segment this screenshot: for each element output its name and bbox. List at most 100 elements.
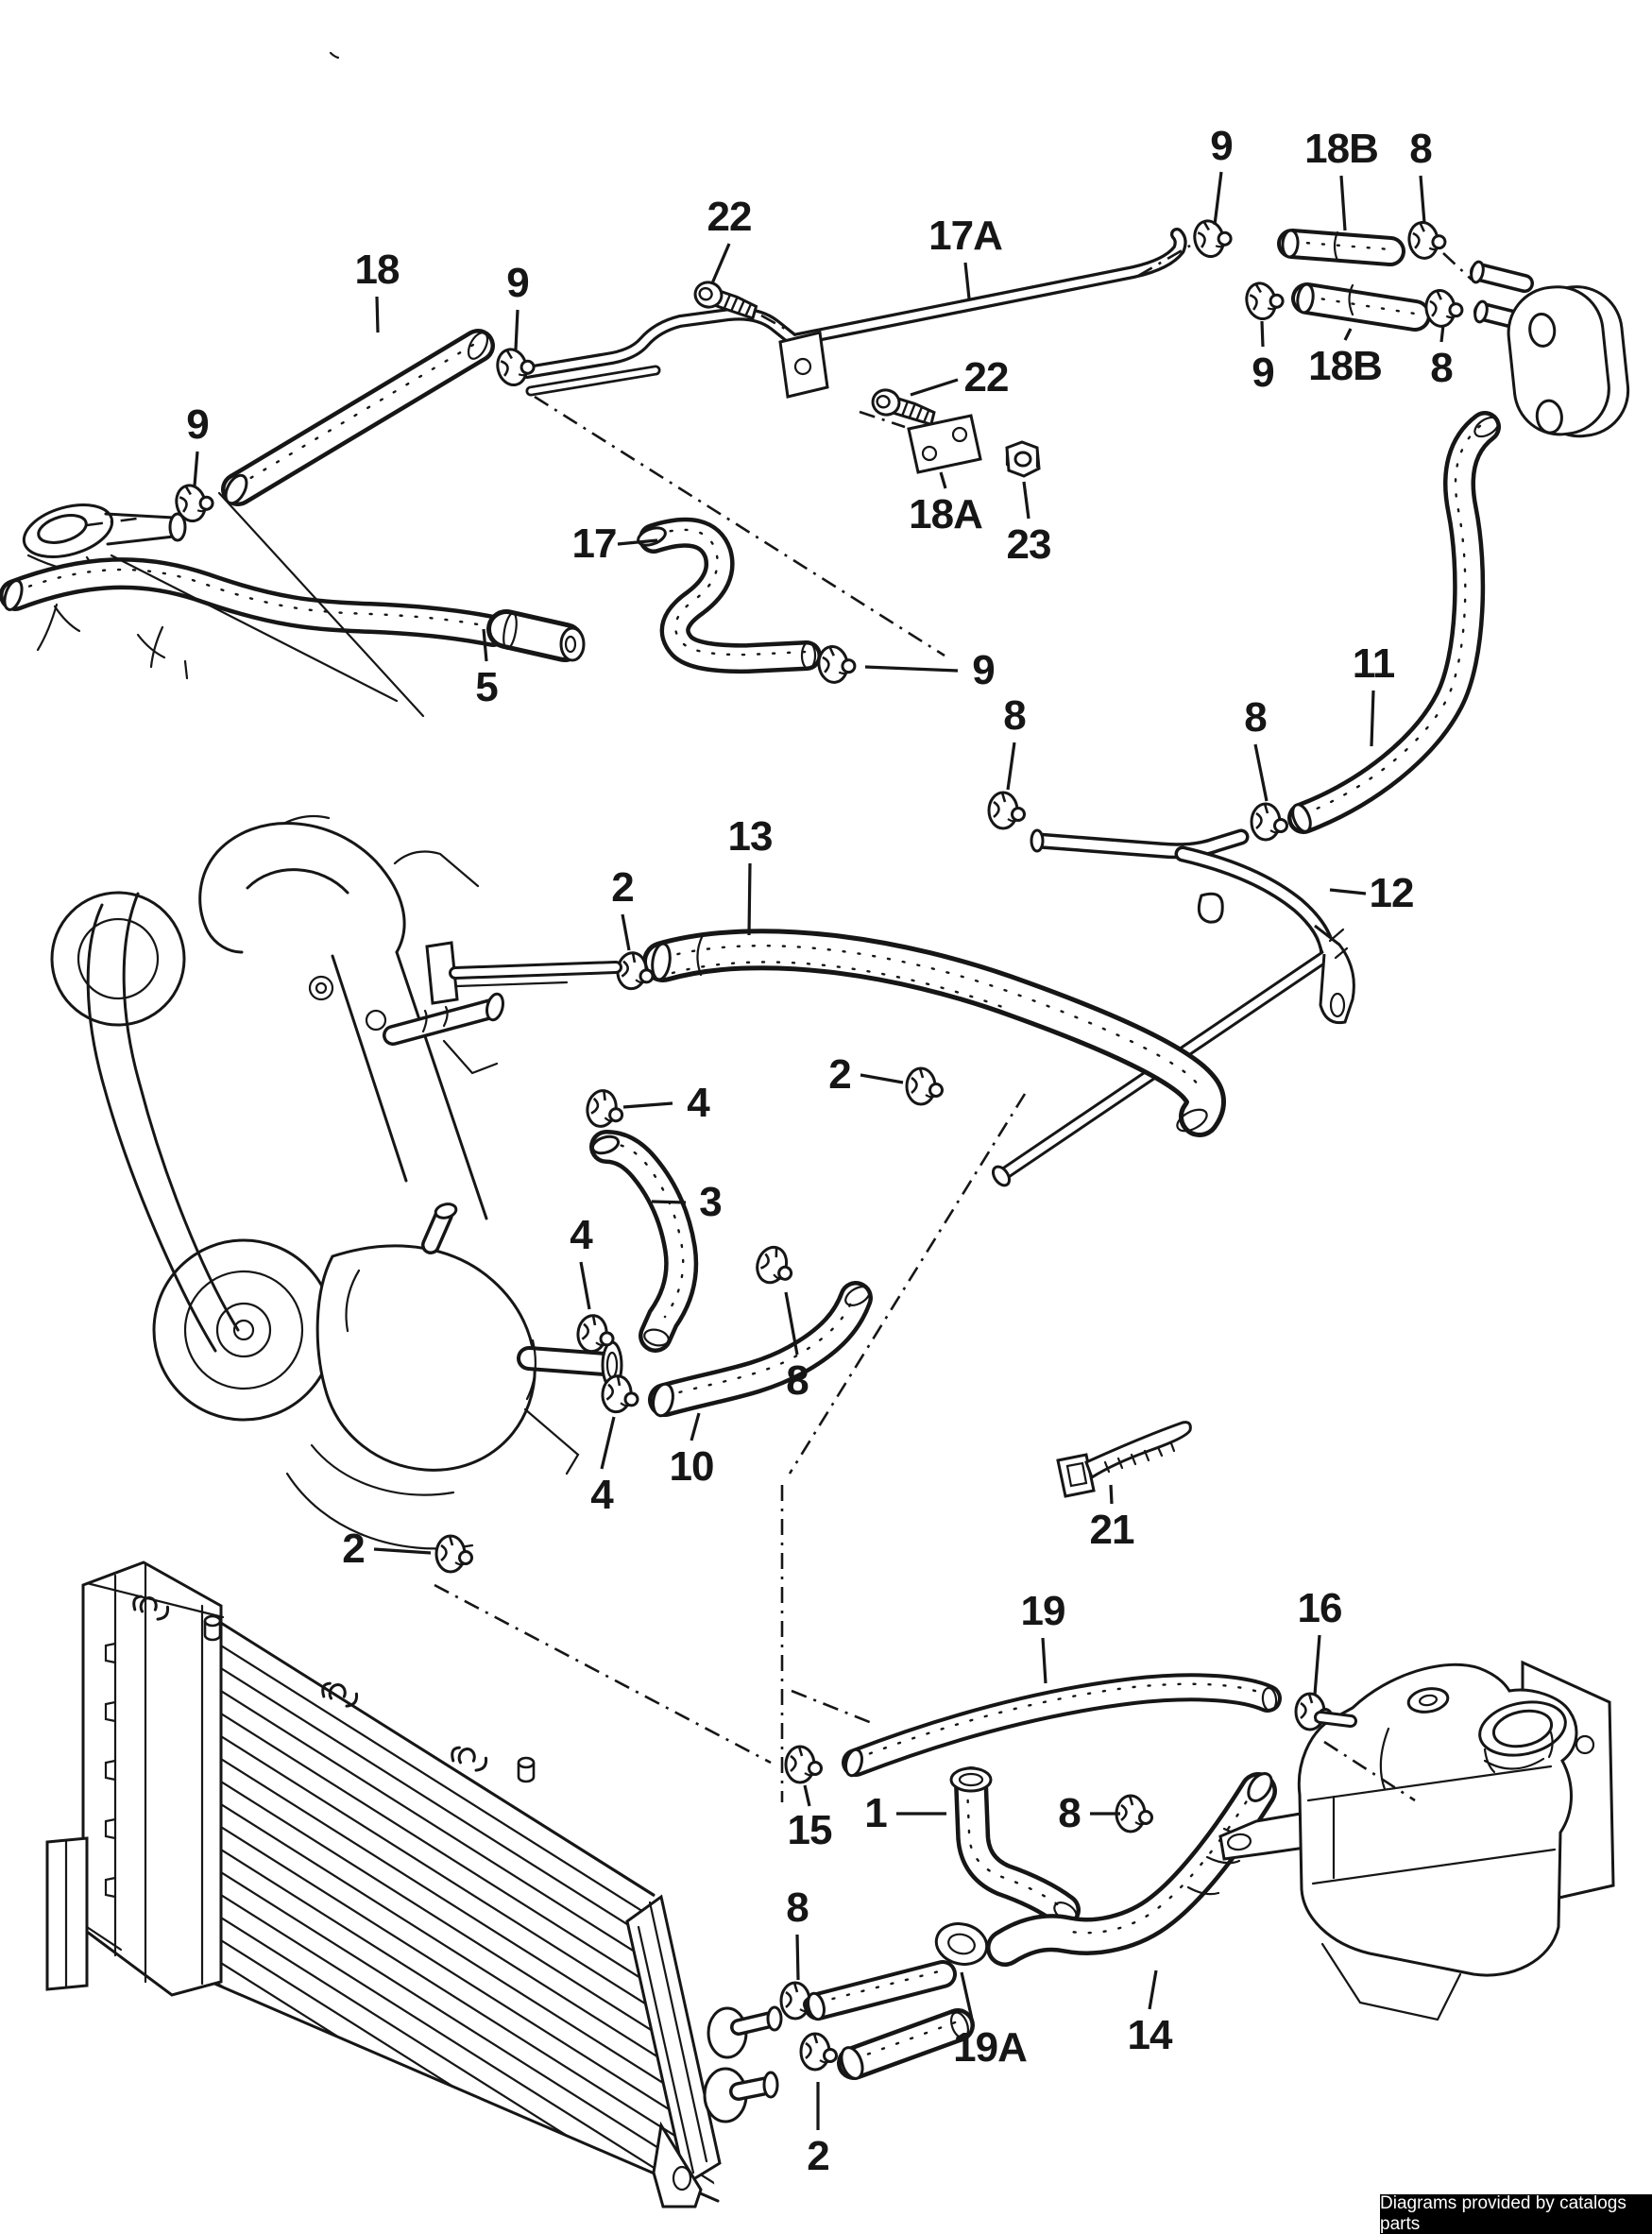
hose-17	[637, 517, 822, 674]
leader-line-5	[482, 628, 488, 662]
leader-line-10	[690, 1412, 701, 1441]
leader-line-21	[1109, 1484, 1114, 1505]
part-label-21: 21	[1089, 1507, 1135, 1553]
part-label-23: 23	[1006, 521, 1052, 568]
part-label-3: 3	[699, 1179, 723, 1225]
part-label-8: 8	[786, 1884, 809, 1931]
bracket-18a	[907, 414, 982, 474]
hose-3	[589, 1130, 699, 1353]
watermark-bar: Diagrams provided by catalogs parts	[1380, 2193, 1652, 2234]
leader-line-18b	[1339, 175, 1347, 231]
leader-line-18a	[939, 471, 947, 489]
watermark-text: Diagrams provided by catalogs parts	[1380, 2193, 1626, 2234]
part-label-11: 11	[1352, 640, 1396, 687]
leader-line-22	[910, 378, 959, 397]
leader-line-9	[193, 451, 199, 486]
leader-line-23	[1022, 481, 1030, 520]
part-label-8: 8	[1058, 1790, 1081, 1836]
leader-line-8	[1006, 742, 1016, 791]
leader-line-8	[1439, 324, 1445, 343]
part-label-17a: 17A	[928, 213, 1003, 259]
expansion-tank	[1218, 1660, 1615, 2021]
leader-line-18	[375, 296, 380, 333]
part-label-4: 4	[570, 1212, 593, 1258]
leader-line-2	[373, 1547, 432, 1555]
leader-line-22	[710, 243, 731, 284]
leader-line-18b	[1343, 328, 1353, 341]
hose-10	[648, 1281, 873, 1418]
cable-tie-21	[1056, 1421, 1192, 1498]
part-label-8: 8	[1244, 694, 1268, 741]
part-label-15: 15	[787, 1807, 833, 1853]
leader-line-8	[795, 1934, 800, 1981]
leader-line-4	[600, 1416, 616, 1470]
part-label-19: 19	[1020, 1588, 1066, 1634]
leader-line-9	[1260, 320, 1265, 348]
leader-line-14	[1148, 1970, 1158, 2010]
part-label-14: 14	[1127, 2012, 1173, 2058]
part-label-22: 22	[963, 354, 1010, 401]
hose-13	[642, 929, 1226, 1137]
part-label-4: 4	[590, 1472, 614, 1518]
part-label-10: 10	[669, 1443, 715, 1490]
part-label-2: 2	[342, 1526, 366, 1572]
part-label-2: 2	[807, 2133, 830, 2179]
part-label-2: 2	[828, 1051, 852, 1098]
part-label-4: 4	[687, 1080, 710, 1126]
leader-line-13	[747, 862, 752, 936]
leader-line-9	[514, 309, 519, 350]
part-label-18a: 18A	[909, 491, 983, 537]
leader-line-15	[803, 1784, 811, 1807]
leader-line-4	[622, 1101, 673, 1109]
part-label-9: 9	[506, 260, 530, 306]
hose-14	[986, 1772, 1277, 1967]
part-label-12: 12	[1369, 870, 1415, 916]
assembly-reference-lines	[86, 244, 1473, 1802]
eyelet-fitting	[22, 503, 187, 575]
part-label-8: 8	[1409, 126, 1433, 172]
nut-23	[1005, 440, 1041, 478]
leader-line-11	[1370, 690, 1375, 747]
part-label-19a: 19A	[953, 2024, 1028, 2071]
leader-line-19	[1041, 1637, 1047, 1684]
hose-11	[1287, 411, 1501, 834]
part-label-8: 8	[786, 1357, 809, 1404]
leader-line-2	[621, 913, 631, 951]
part-label-5: 5	[475, 664, 499, 710]
part-label-1: 1	[864, 1790, 888, 1836]
leader-line-17	[617, 538, 658, 546]
leader-line-8	[1253, 743, 1269, 802]
part-label-18b: 18B	[1304, 126, 1379, 172]
leader-line-9	[1213, 171, 1223, 226]
part-label-9: 9	[186, 401, 210, 448]
part-label-8: 8	[1003, 692, 1027, 739]
hose-1	[949, 1766, 1081, 1927]
part-label-13: 13	[727, 813, 774, 860]
part-label-9: 9	[1252, 350, 1275, 396]
leader-line-2	[860, 1073, 904, 1084]
part-label-18: 18	[354, 247, 400, 293]
leader-line-12	[1329, 888, 1367, 895]
part-label-9: 9	[972, 647, 996, 693]
bypass-hoses-18b	[1189, 214, 1534, 332]
leader-line-8	[784, 1291, 799, 1356]
part-label-8: 8	[1430, 345, 1454, 391]
oil-cooler	[1507, 285, 1630, 438]
leader-line-16	[1313, 1634, 1321, 1696]
radiator	[45, 1560, 783, 2208]
sketch-marks	[36, 51, 340, 680]
part-label-18b: 18B	[1308, 343, 1383, 389]
leader-line-9	[864, 665, 959, 673]
leader-line-19a	[960, 1971, 975, 2024]
hose-19	[842, 1673, 1282, 1778]
part-label-16: 16	[1297, 1585, 1343, 1631]
hose-19a-and-stubs	[804, 1922, 989, 2080]
part-label-17: 17	[571, 520, 618, 567]
engine-water-pump	[50, 814, 623, 1550]
leader-line-8	[1419, 175, 1426, 224]
hose-5	[0, 557, 586, 662]
leader-line-17a	[963, 262, 971, 299]
part-label-2: 2	[611, 864, 635, 911]
